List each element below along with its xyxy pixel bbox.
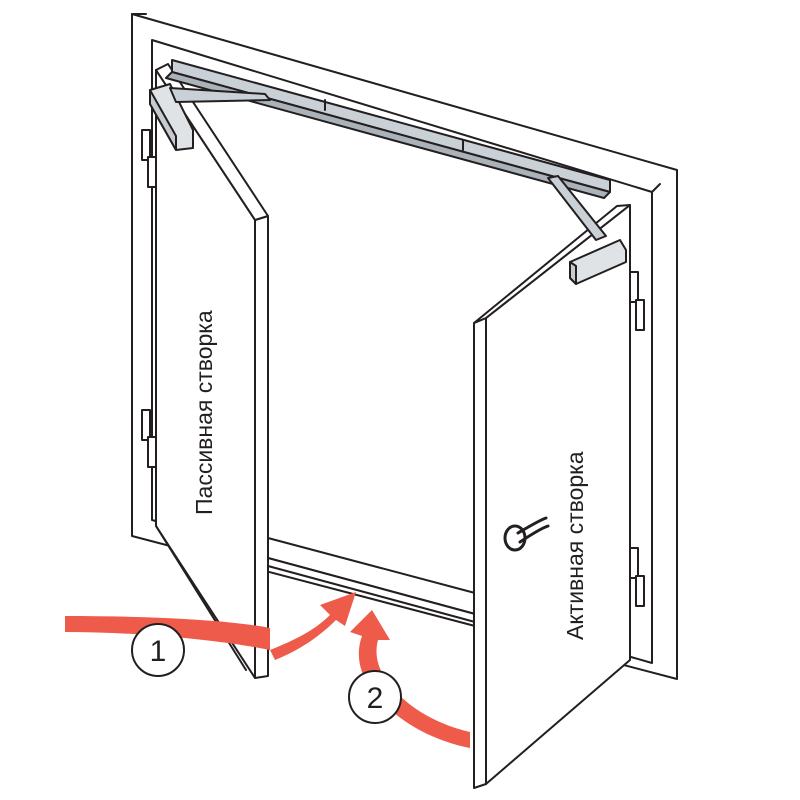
door-handle-icon: [503, 516, 550, 552]
passive-leaf: [155, 63, 269, 679]
arrow-step-2: 2: [348, 610, 470, 748]
door-closer-left: [149, 83, 271, 151]
hinge-icon: [141, 409, 157, 468]
hinge-icon: [141, 129, 157, 188]
step-1-number: 1: [150, 635, 167, 668]
door-closer-right: [547, 175, 627, 285]
coordinator-rail: [165, 59, 611, 199]
passive-leaf-label: Пассивная створка: [191, 310, 217, 515]
step-2-number: 2: [367, 682, 384, 715]
active-leaf: [473, 204, 631, 789]
hinge-icon: [629, 547, 645, 607]
active-leaf-label: Активная створка: [562, 451, 588, 640]
step-1-marker: [131, 623, 185, 677]
arrow-step-1: 1: [65, 592, 356, 677]
step-2-marker: [348, 670, 402, 724]
hinge-icon: [629, 271, 645, 331]
